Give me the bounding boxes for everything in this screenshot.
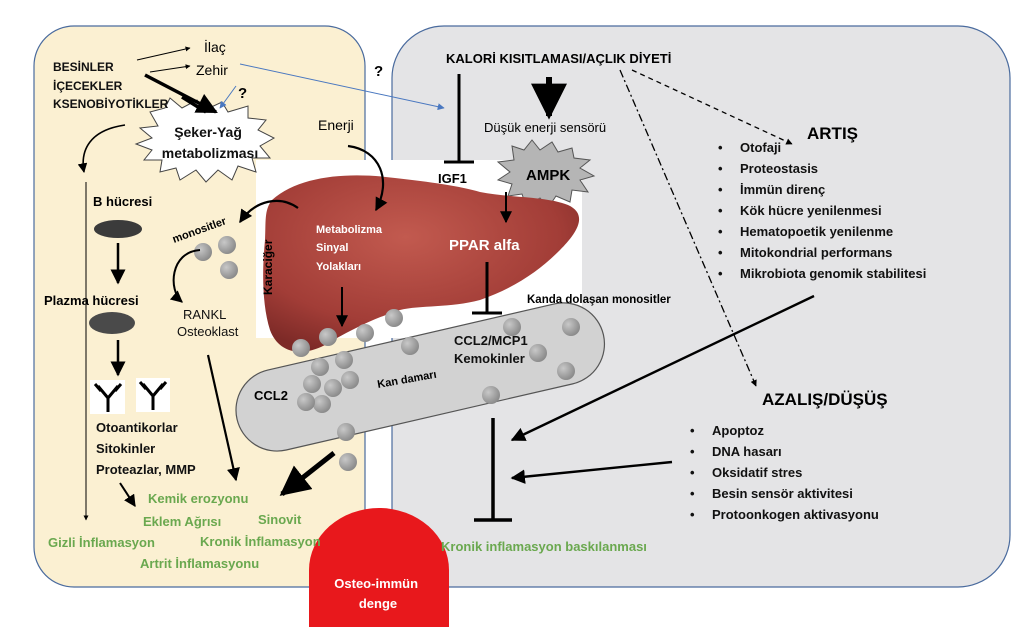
list-item: Oksidatif stres	[690, 462, 879, 483]
eklem-agrisi-label: Eklem Ağrısı	[143, 514, 221, 529]
monocyte-cell	[218, 236, 236, 254]
artis-list: Otofaji Proteostasis İmmün direnç Kök hü…	[718, 137, 926, 284]
karaciger-label: Karaciğer	[261, 239, 275, 295]
monocyte-cell	[356, 324, 374, 342]
dusuk-enerji-label: Düşük enerji sensörü	[484, 120, 606, 135]
monocyte-cell	[482, 386, 500, 404]
monocyte-cell	[341, 371, 359, 389]
ampk-starburst	[496, 139, 596, 209]
ppar-label: PPAR alfa	[449, 237, 520, 254]
monocyte-cell	[311, 358, 329, 376]
kalori-label: KALORİ KISITLAMASI/AÇLIK DİYETİ	[446, 51, 671, 66]
monocyte-cell	[319, 328, 337, 346]
monocyte-cell	[313, 395, 331, 413]
list-item: Mitokondrial performans	[718, 242, 926, 263]
b-cell	[94, 220, 142, 238]
kronik-inflamasyon-label: Kronik İnflamasyon	[200, 534, 321, 549]
products-label: Otoantikorlar Sitokinler Proteazlar, MMP	[96, 420, 196, 477]
monocyte-cell	[339, 453, 357, 471]
ccl2-mcp1-label: CCL2/MCP1 Kemokinler	[454, 333, 531, 366]
igf1-label: IGF1	[438, 171, 467, 186]
artrit-inflamasyonu-label: Artrit İnflamasyonu	[140, 556, 259, 571]
blood-vessel	[235, 302, 606, 452]
monocyte-cell	[292, 339, 310, 357]
list-item: DNA hasarı	[690, 441, 879, 462]
question-mark-2: ?	[374, 63, 383, 80]
sinovit-label: Sinovit	[258, 512, 302, 527]
kronik-baskilanma-label: Kronik inflamasyon baskılanması	[441, 539, 647, 554]
metabolizma-label: Metabolizma Sinyal Yolakları	[316, 224, 385, 273]
zehir-label: Zehir	[196, 62, 228, 78]
list-item: Proteostasis	[718, 158, 926, 179]
antibody-icon	[90, 378, 170, 414]
osteo-immun-label: Osteo-immün denge	[334, 576, 421, 611]
list-item: Hematopoetik yenilenme	[718, 221, 926, 242]
ilac-label: İlaç	[204, 38, 226, 55]
list-item: Otofaji	[718, 137, 926, 158]
list-item: Apoptoz	[690, 420, 879, 441]
azalis-title: AZALIŞ/DÜŞÜŞ	[762, 390, 888, 409]
monocyte-cell	[337, 423, 355, 441]
list-item: Besin sensör aktivitesi	[690, 483, 879, 504]
monocyte-cell	[503, 318, 521, 336]
list-item: Kök hücre yenilenmesi	[718, 200, 926, 221]
seker-yag-label: Şeker-Yağ metabolizması	[162, 124, 258, 161]
monocyte-cell	[562, 318, 580, 336]
monocyte-cell	[303, 375, 321, 393]
monocyte-cell	[297, 393, 315, 411]
list-item: İmmün direnç	[718, 179, 926, 200]
monocyte-cell	[401, 337, 419, 355]
plasma-cell	[89, 312, 135, 334]
list-item: Protoonkogen aktivasyonu	[690, 504, 879, 525]
monocyte-cell	[529, 344, 547, 362]
list-item: Mikrobiota genomik stabilitesi	[718, 263, 926, 284]
monocyte-cell	[335, 351, 353, 369]
monocyte-cell	[557, 362, 575, 380]
monocyte-cell	[220, 261, 238, 279]
inputs-label: BESİNLER İÇECEKLER KSENOBİYOTİKLER	[53, 59, 169, 111]
enerji-label: Enerji	[318, 117, 354, 133]
ccl2-label: CCL2	[254, 388, 288, 403]
gizli-inflamasyon-label: Gizli İnflamasyon	[48, 535, 155, 550]
osteo-immun-overlap	[309, 508, 449, 627]
plazma-hucresi-label: Plazma hücresi	[44, 293, 139, 308]
monocyte-cell	[324, 379, 342, 397]
monocyte-cell	[194, 243, 212, 261]
rankl-label: RANKL Osteoklast	[177, 307, 239, 339]
ampk-label: AMPK	[526, 167, 570, 184]
azalis-list: Apoptoz DNA hasarı Oksidatif stres Besin…	[690, 420, 879, 525]
monocyte-cell	[385, 309, 403, 327]
kanda-dolasan-label: Kanda dolaşan monositler	[527, 294, 671, 306]
kemik-erozyonu-label: Kemik erozyonu	[148, 491, 248, 506]
b-hucresi-label: B hücresi	[93, 194, 152, 209]
question-mark-1: ?	[238, 85, 247, 102]
